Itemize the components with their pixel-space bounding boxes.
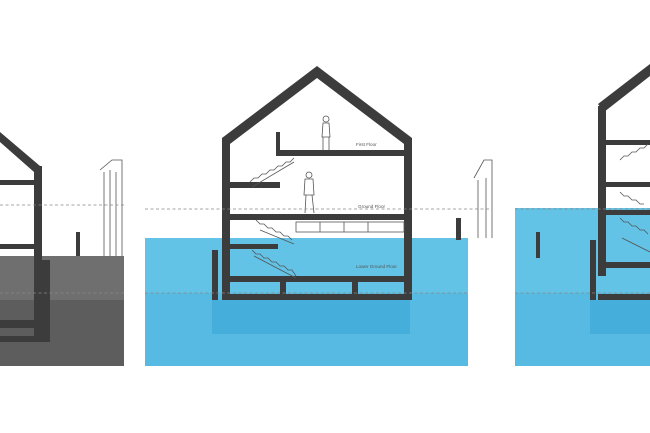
- stair-upper: [249, 157, 295, 188]
- first-floor-slab: [276, 150, 408, 156]
- roof-right: [598, 64, 650, 112]
- floor-right-3: [604, 210, 650, 215]
- basement-wall-left: [42, 260, 50, 342]
- label-lower-ground-floor: Lower Ground Floor: [356, 264, 397, 269]
- panel-middle-flooded: First Floor Ground Floor Lower Ground Fl…: [145, 66, 493, 366]
- panel-left-dry: [0, 132, 124, 366]
- label-first-floor: First Floor: [356, 142, 377, 147]
- person-first-floor: [321, 115, 331, 150]
- boundary-wall-middle: [456, 218, 461, 240]
- outer-wall-left: [34, 166, 42, 342]
- first-floor-post: [276, 132, 280, 152]
- boundary-wall-right: [536, 232, 540, 258]
- outer-wall-right: [598, 106, 606, 276]
- lower-ground-slab: [222, 276, 412, 282]
- roof-left: [0, 132, 40, 172]
- floor-right-2: [604, 182, 650, 187]
- stair-middle: [255, 219, 295, 245]
- floor-left-3: [0, 320, 42, 328]
- ground-floor-slab: [228, 214, 408, 220]
- stair-lower: [251, 249, 297, 279]
- pile-west: [212, 250, 218, 300]
- ground-gradient: [0, 300, 124, 366]
- basement-pillar-2: [352, 280, 358, 296]
- basement-floor-right: [598, 294, 650, 300]
- person-ground-floor: [303, 171, 315, 214]
- mid-floor-slab: [228, 182, 280, 188]
- label-ground-floor: Ground Floor: [358, 204, 386, 209]
- pile-right: [590, 240, 596, 300]
- floor-left-2: [0, 244, 40, 249]
- neighbour-house-right: [473, 159, 493, 238]
- basement-slab-left: [0, 336, 50, 342]
- floor-left-1: [0, 180, 40, 185]
- panel-right-flooded: [515, 64, 650, 366]
- neighbour-house-left: [99, 159, 123, 256]
- kitchen-units: [295, 221, 405, 233]
- basement-floor: [222, 294, 412, 300]
- outer-wall-west: [222, 140, 230, 300]
- stair-right: [619, 143, 650, 253]
- floor-right-4: [604, 262, 650, 268]
- basement-pillar-1: [280, 280, 286, 296]
- saturated-zone-right: [590, 300, 650, 334]
- lower-partition: [228, 244, 278, 249]
- boundary-wall-left: [76, 232, 80, 256]
- roof: [222, 66, 412, 150]
- saturated-zone: [212, 300, 410, 334]
- floor-right-1: [604, 140, 650, 145]
